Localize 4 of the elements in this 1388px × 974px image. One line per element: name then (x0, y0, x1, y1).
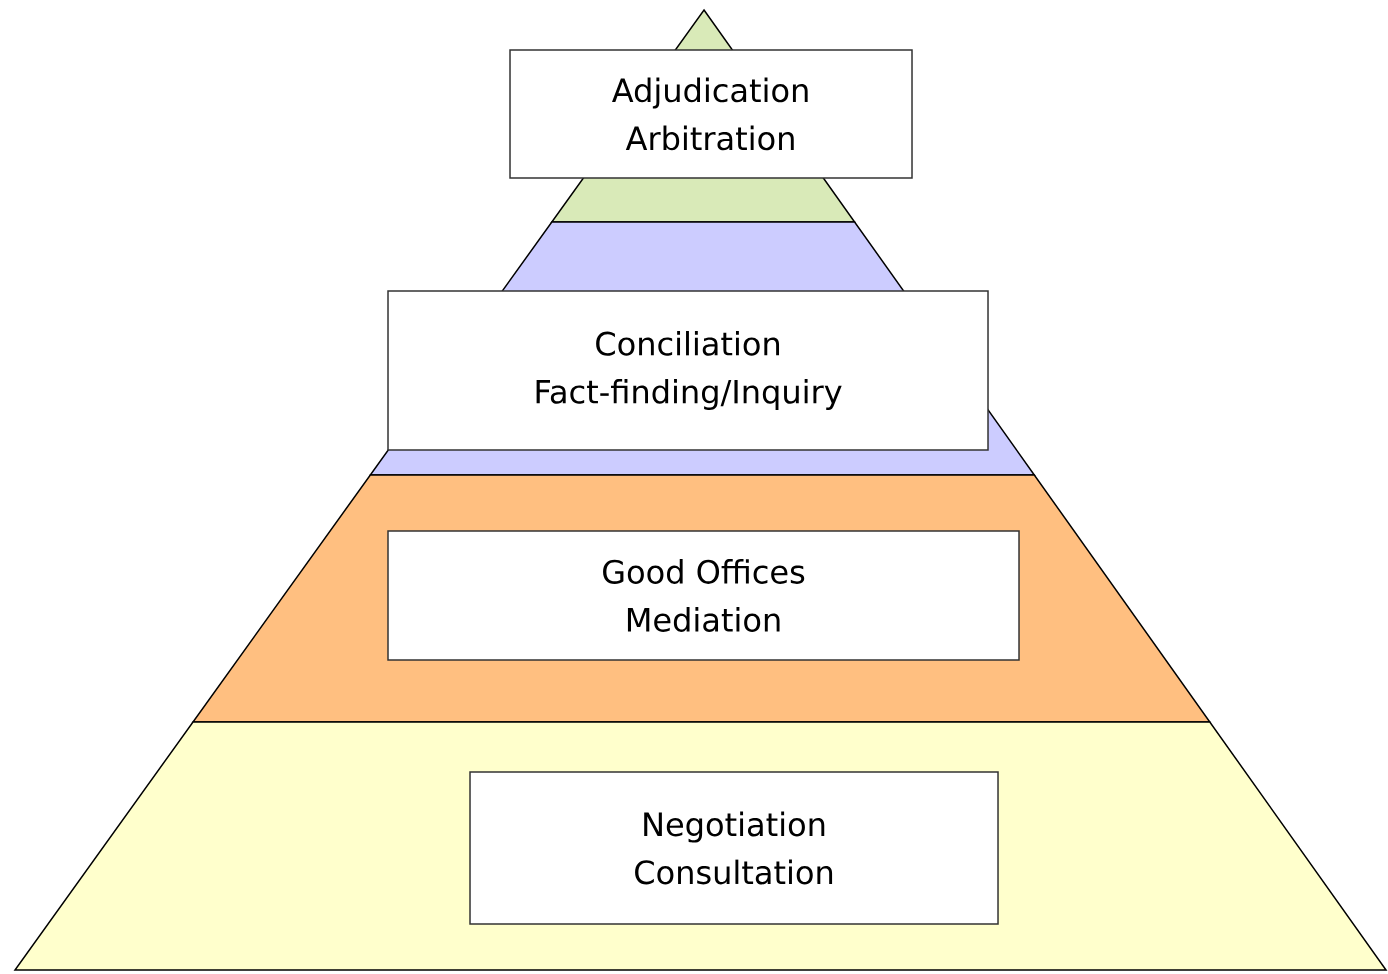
text-box: Conciliation Fact-finding/Inquiry (387, 290, 989, 451)
text-box: Good Offices Mediation (387, 530, 1020, 661)
text-box: Adjudication Arbitration (509, 49, 913, 179)
text-box: Negotiation Consultation (469, 771, 999, 925)
